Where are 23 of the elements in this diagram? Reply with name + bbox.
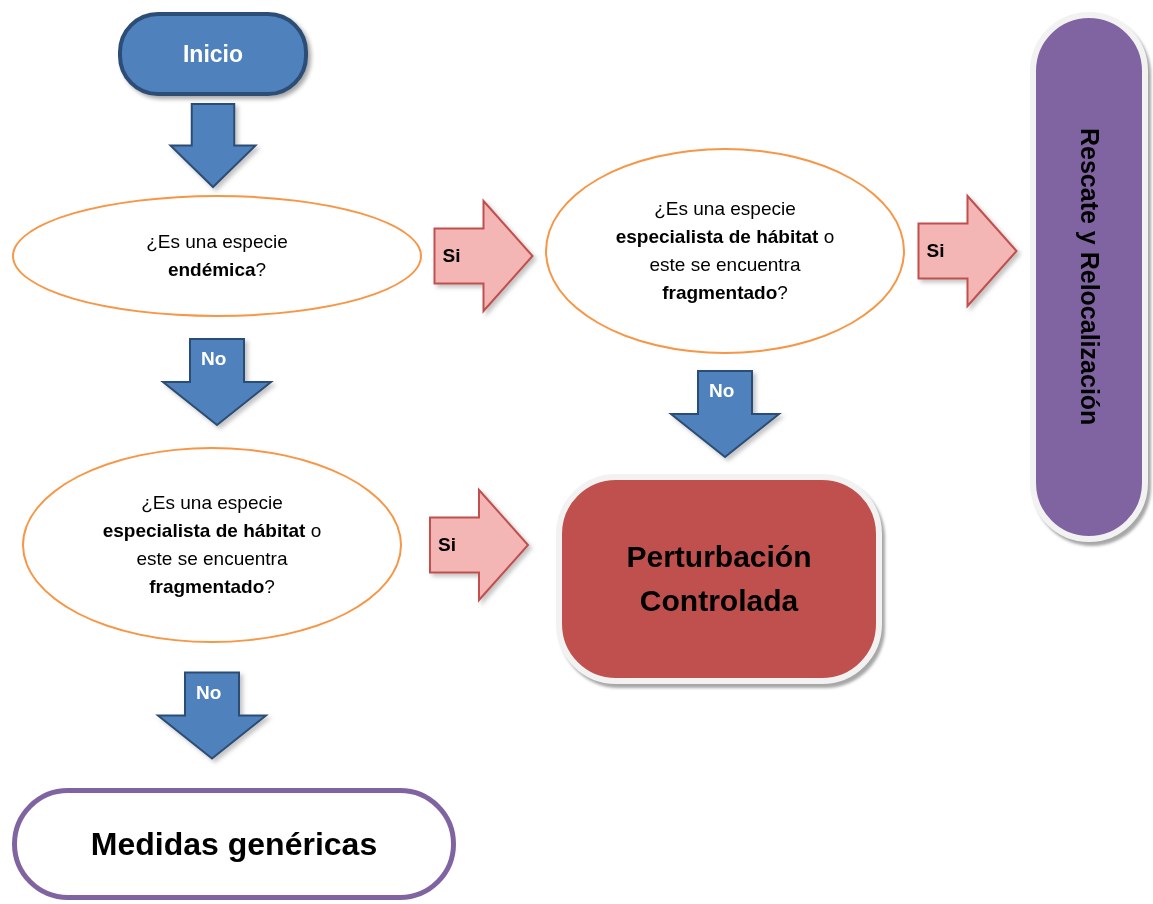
block-arrow (668, 370, 782, 459)
question-text: ¿Es una especie endémica? (145, 230, 289, 282)
edge-label: No (196, 680, 222, 705)
node-label: Inicio (182, 39, 244, 69)
block-arrow (160, 338, 274, 427)
block-arrow (433, 198, 534, 314)
edge-label: Si (926, 239, 945, 263)
block-arrow (917, 193, 1018, 309)
block-arrow (168, 103, 258, 189)
node-label: Rescate y Relocalización (1074, 128, 1105, 426)
edge-label: No (201, 347, 227, 371)
node-label: Perturbación Controlada (625, 539, 813, 619)
node-label: Medidas genéricas (90, 825, 378, 864)
edge-label: Si (438, 533, 456, 557)
question-text: ¿Es una especie especialista de hábitat o este se encuentra fragmentado? (101, 491, 323, 599)
outcome-box (1030, 12, 1148, 542)
question-text: ¿Es una especie especialista de hábitat o este se encuentra fragmentado? (614, 197, 836, 305)
start-terminal (118, 12, 308, 96)
edge-label: No (709, 379, 735, 403)
edge-label: Si (442, 244, 461, 268)
outcome-box (556, 474, 882, 684)
block-arrow (155, 671, 269, 760)
block-arrow (429, 487, 530, 603)
